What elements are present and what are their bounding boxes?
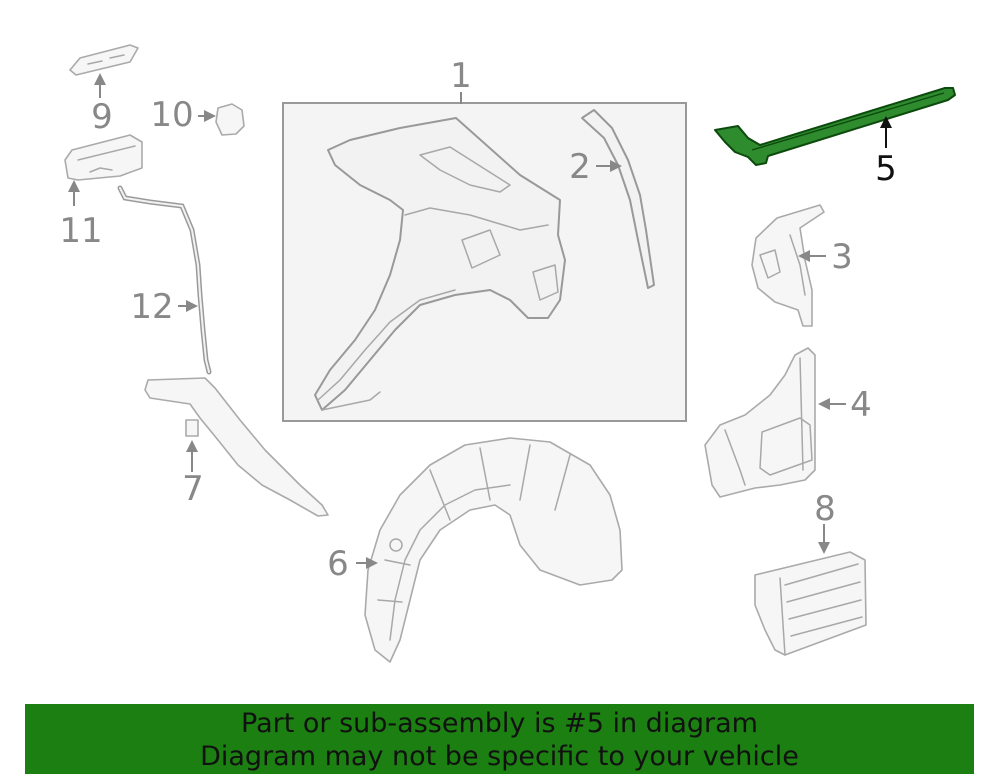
part-6-wheel-liner[interactable] [364, 437, 623, 663]
part-9-slots [87, 54, 125, 65]
part-5-brace[interactable] [714, 87, 956, 166]
callout-2: 2 [569, 147, 591, 187]
part-4-access-opening [759, 417, 813, 476]
part-12-cable[interactable] [117, 185, 212, 375]
part-12-cable-core [119, 187, 210, 373]
callout-3: 3 [831, 237, 853, 277]
arrow-9 [94, 73, 106, 85]
arrow-6 [366, 557, 378, 569]
part-info-banner: Part or sub-assembly is #5 in diagram Di… [25, 704, 974, 774]
arrow-3 [798, 250, 810, 262]
part-11-housing[interactable] [64, 134, 143, 181]
arrow-8 [818, 542, 830, 554]
arrow-4 [818, 398, 830, 410]
part-1-inner-line [404, 207, 549, 231]
callout-5: 5 [875, 149, 897, 189]
part-8-vent-group[interactable] [754, 551, 867, 656]
part-4-edge-detail [724, 357, 804, 486]
part-4-inner-panel-group[interactable] [704, 347, 816, 498]
callout-9: 9 [91, 97, 113, 137]
part-5-brace-group[interactable] [714, 87, 956, 166]
part-1-quarter-panel-group[interactable] [282, 102, 687, 422]
part-3-bracket[interactable] [751, 204, 825, 327]
arrow-11 [68, 180, 80, 192]
callout-4: 4 [850, 385, 872, 425]
part-6-fastener [389, 538, 403, 552]
arrow-2 [610, 160, 622, 172]
part-3-bracket-group[interactable] [751, 204, 825, 327]
part-8-vent-louvers [779, 563, 863, 656]
part-10-clip[interactable] [215, 103, 245, 136]
part-5-brace-ridge [751, 92, 945, 151]
part-4-inner-panel[interactable] [704, 347, 816, 498]
banner-line-2: Diagram may not be specific to your vehi… [200, 741, 799, 772]
part-1-lamp-recess [532, 264, 559, 301]
part-1-lower-edge [321, 391, 381, 411]
part-3-bracket-detail [759, 234, 806, 296]
part-1-wheel-arch-edge [317, 289, 456, 401]
callout-8: 8 [814, 489, 836, 529]
arrow-12 [186, 300, 198, 312]
part-1-window-opening [419, 146, 511, 193]
part-6-liner-ribs [377, 444, 571, 641]
part-7-clip [185, 419, 199, 437]
callout-10: 10 [150, 95, 193, 135]
part-11-housing-group[interactable] [64, 134, 143, 181]
callout-6: 6 [327, 544, 349, 584]
part-7-trim-strip[interactable] [144, 377, 329, 517]
parts-diagram: 1 2 3 4 5 6 7 8 9 10 11 12 [59, 44, 956, 663]
arrow-5 [880, 116, 892, 128]
part-9-bracket[interactable] [69, 44, 139, 76]
callout-12: 12 [130, 287, 173, 327]
banner-line-1: Part or sub-assembly is #5 in diagram [241, 708, 758, 739]
part-1-fuel-door-opening [461, 229, 501, 269]
part-11-housing-detail [77, 145, 136, 173]
part-6-wheel-liner-group[interactable] [364, 437, 623, 663]
callout-11: 11 [59, 211, 102, 251]
callout-7: 7 [182, 469, 204, 509]
arrow-10 [204, 110, 216, 122]
arrow-7 [186, 440, 198, 452]
callout-1: 1 [450, 56, 472, 96]
